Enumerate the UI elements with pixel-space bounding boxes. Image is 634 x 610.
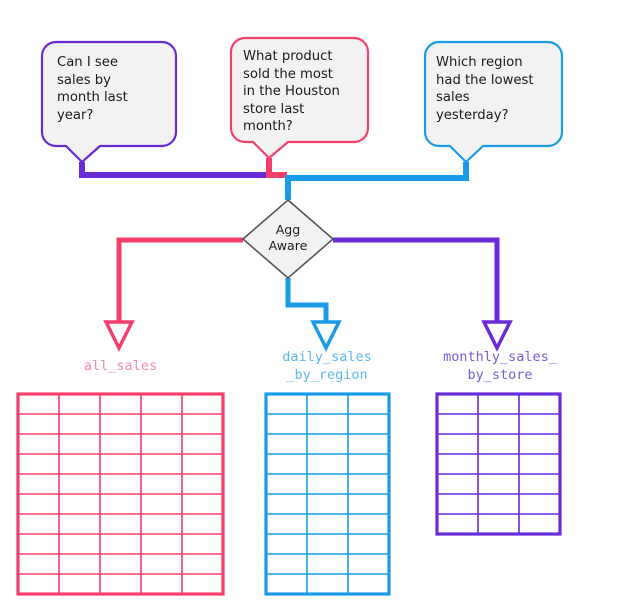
- speech-bubble-purple[interactable]: [40, 40, 178, 164]
- arrowhead-monthly-sales: [481, 320, 513, 352]
- connector-pink-question-to-bus: [266, 158, 287, 178]
- table-grid-monthly-sales-by-store[interactable]: [435, 392, 562, 536]
- table-grid-all-sales[interactable]: [16, 392, 225, 596]
- connector-diamond-to-all-sales: [116, 237, 243, 322]
- speech-bubble-pink[interactable]: [229, 36, 370, 160]
- arrowhead-all-sales: [103, 320, 135, 352]
- connector-diamond-to-daily-sales: [285, 278, 329, 322]
- connector-blue-question-to-diamond: [285, 162, 469, 200]
- connector-purple-question-to-monthly-table: [79, 162, 283, 178]
- arrowhead-daily-sales: [310, 320, 342, 352]
- speech-bubble-blue[interactable]: [423, 40, 564, 164]
- table-grid-daily-sales-by-region[interactable]: [264, 392, 391, 596]
- connector-diamond-to-monthly-sales: [333, 237, 500, 322]
- decision-diamond-agg-aware[interactable]: [241, 198, 335, 280]
